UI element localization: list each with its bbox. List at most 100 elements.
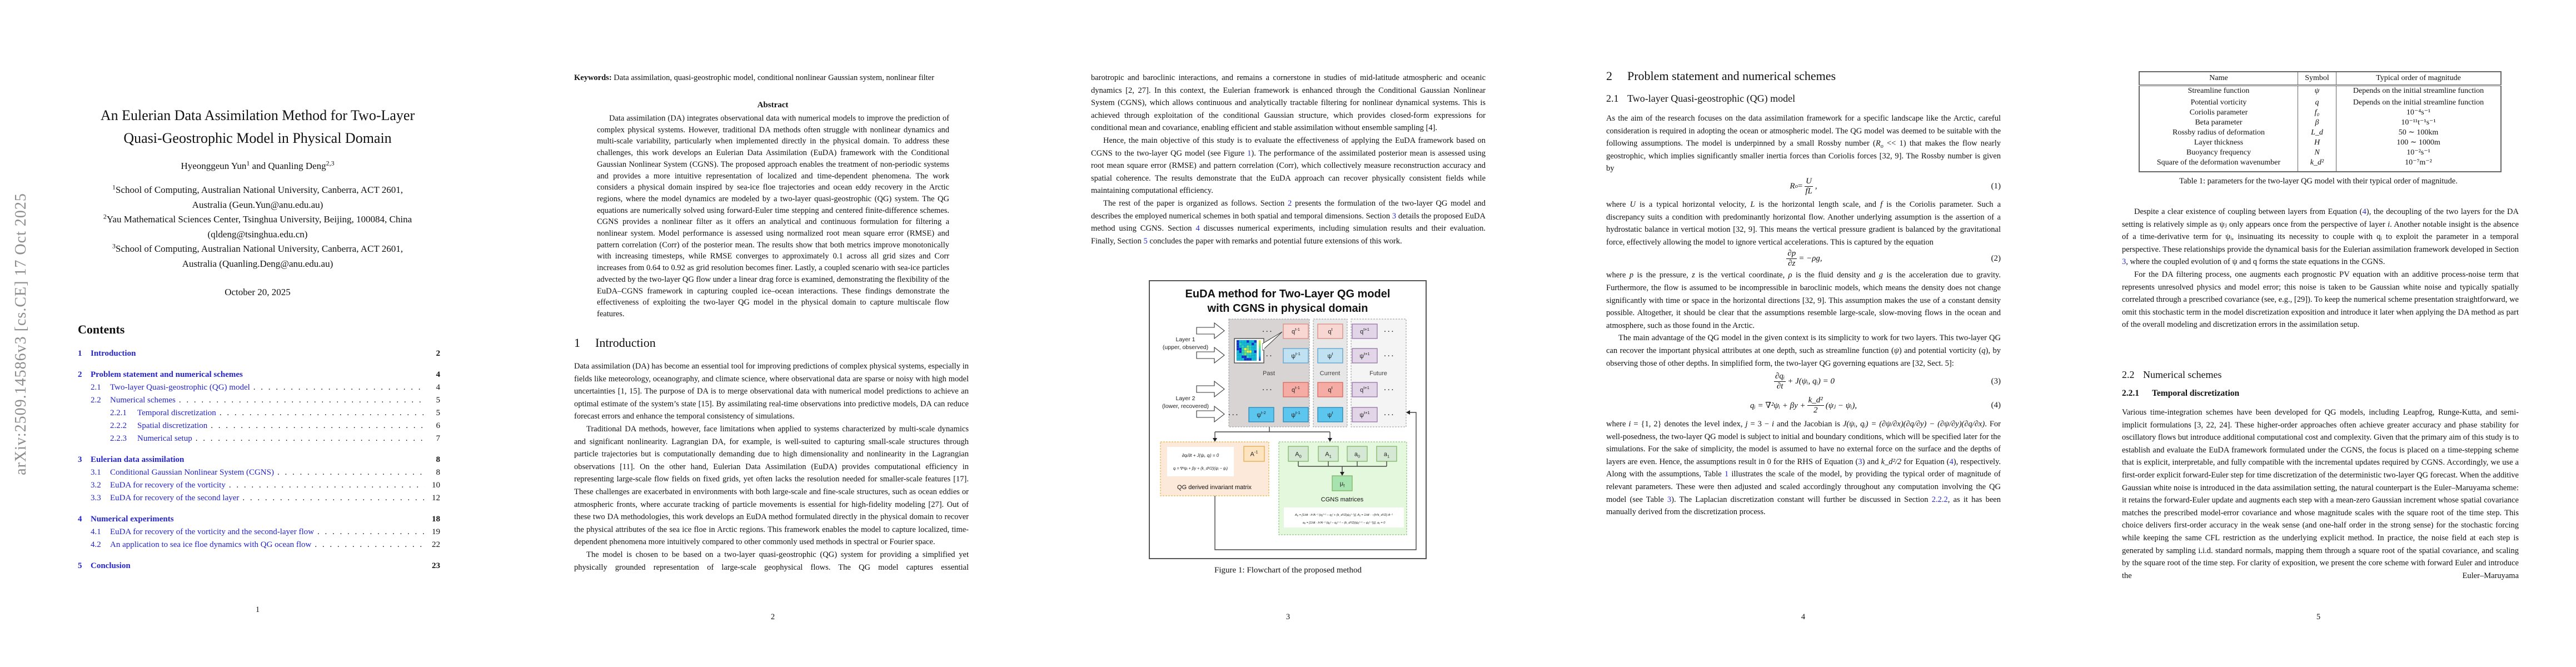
cross-reference-link[interactable]: 4	[2362, 207, 2366, 216]
toc-title[interactable]: EuDA for recovery of the vorticity and t…	[110, 527, 314, 536]
toc-title[interactable]: Conclusion	[91, 561, 131, 570]
cgns-matrix-cell: A0	[1288, 446, 1309, 462]
eq-lhs: qᵢ = ∇²ψᵢ + βy +	[1750, 401, 1806, 411]
table-header-row: Name Symbol Typical order of magnitude	[2139, 72, 2502, 86]
toc-title[interactable]: Two-layer Quasi-geostrophic (QG) model	[110, 383, 250, 392]
current-state-cell-label: ψt	[1328, 351, 1334, 360]
heatmap-cell	[1236, 350, 1239, 354]
current-state-cell-box	[1317, 348, 1343, 364]
equation-number: (1)	[1991, 182, 2001, 191]
cross-reference-link[interactable]: 3	[1392, 211, 1397, 221]
toc-title[interactable]: EuDA for recovery of the vorticity	[110, 481, 226, 490]
eq-lhs: R	[1790, 182, 1795, 191]
symbol: A	[1295, 451, 1299, 458]
past-state-cell: ψt-1	[1283, 348, 1309, 364]
subscript: 1	[1387, 454, 1389, 459]
cross-reference-link[interactable]: 5	[1143, 236, 1148, 246]
cross-reference-link[interactable]: 4	[1195, 224, 1200, 233]
ellipsis: · · ·	[1262, 328, 1272, 335]
intro-body: Data assimilation (DA) has become an ess…	[574, 360, 969, 574]
page-number: 3	[1285, 613, 1291, 621]
toc-title[interactable]: EuDA for recovery of the second layer	[110, 494, 240, 502]
toc-number: 5	[78, 561, 82, 570]
text-segment: ) and	[1862, 457, 1881, 466]
heatmap-cell	[1236, 340, 1239, 343]
text-segment: . Another notable insight is the absence…	[2122, 220, 2519, 254]
toc-title[interactable]: Eulerian data assimilation	[91, 455, 185, 464]
toc-number: 2.2.3	[110, 434, 127, 443]
toc-title[interactable]: Numerical experiments	[91, 515, 174, 524]
param-symbol: q	[2298, 96, 2336, 108]
abstract-heading: Abstract	[757, 101, 789, 109]
toc-title[interactable]: Spatial discretization	[137, 421, 208, 430]
superscript: t+1	[1363, 327, 1369, 332]
heatmap-cell	[1236, 355, 1239, 359]
toc-title[interactable]: Introduction	[91, 349, 136, 358]
cross-reference-link[interactable]: 1	[1724, 470, 1729, 479]
toc-entry[interactable]: 2.1 Two-layer Quasi-geostrophic (QG) mode…	[78, 381, 440, 394]
future-state-cell: ψt+1	[1352, 348, 1378, 364]
superscript: t-1	[1295, 327, 1300, 332]
past-state-cell-label: qt-1	[1292, 327, 1300, 335]
paragraph: where p is the pressure, z is the vertic…	[1606, 269, 2001, 332]
heatmap-cell	[1241, 355, 1244, 359]
affiliation-line: Australia (Quanling.Deng@anu.edu.au)	[182, 258, 333, 269]
eq-rhs: (ψⱼ − ψᵢ),	[1825, 401, 1857, 411]
section-title: Introduction	[595, 336, 656, 350]
current-state-cell: qt	[1317, 382, 1343, 397]
page-2: Keywords: Data assimilation, quasi-geost…	[515, 0, 1030, 667]
toc-title[interactable]: An application to sea ice floe dynamics …	[110, 540, 312, 549]
superscript: t+1	[1364, 410, 1370, 415]
symbol: ψ	[1328, 412, 1332, 419]
layer-1-sublabel: (upper, observed)	[1163, 344, 1208, 351]
cross-reference-link[interactable]: 3	[1667, 495, 1672, 504]
cross-reference-link[interactable]: 3	[1858, 457, 1862, 466]
toc-entry[interactable]: 2 Problem statement and numerical schemes…	[78, 369, 440, 381]
toc-title[interactable]: Numerical schemes	[110, 396, 176, 405]
current-state-cell-box	[1317, 382, 1343, 397]
subsubsection-title: Temporal discretization	[2152, 389, 2240, 398]
page-number: 2	[770, 613, 775, 621]
toc-title[interactable]: Problem statement and numerical schemes	[91, 370, 243, 379]
cross-reference-link[interactable]: 2	[1288, 198, 1292, 208]
symbol: q	[1292, 328, 1295, 335]
param-magnitude: 50 ∼ 100km	[2336, 128, 2502, 138]
paper-title: An Eulerian Data Assimilation Method for…	[0, 104, 515, 150]
param-magnitude: Depends on the initial streamline functi…	[2336, 85, 2502, 96]
subsection-number: 2.1	[1606, 93, 1619, 104]
text-segment: i	[1772, 420, 1775, 429]
heatmap-cell	[1239, 358, 1242, 361]
toc-number: 2.1	[91, 383, 101, 392]
text-segment: ) and potential vorticity (	[1899, 346, 1982, 355]
cross-reference-link[interactable]: 2.2.2	[1931, 495, 1948, 504]
toc-number: 2	[78, 370, 82, 379]
symbol: ψ	[1291, 353, 1296, 360]
paragraph: Despite a clear existence of coupling be…	[2122, 206, 2519, 268]
toc-title[interactable]: Conditional Gaussian Nonlinear System (C…	[110, 468, 274, 477]
toc-title[interactable]: Temporal discretization	[137, 409, 216, 417]
cgns-matrix-cell: a0	[1347, 446, 1368, 462]
cross-reference-link[interactable]: 3	[2122, 257, 2126, 267]
cross-reference-link[interactable]: 1	[1247, 148, 1252, 158]
cross-reference-link[interactable]: 4	[1949, 457, 1954, 466]
heatmap-cell	[1246, 355, 1249, 359]
text-segment: , as it has been manually derived from t…	[1606, 495, 2001, 517]
text-segment: = 3 −	[1747, 420, 1772, 429]
toc-title[interactable]: Numerical setup	[137, 434, 192, 443]
